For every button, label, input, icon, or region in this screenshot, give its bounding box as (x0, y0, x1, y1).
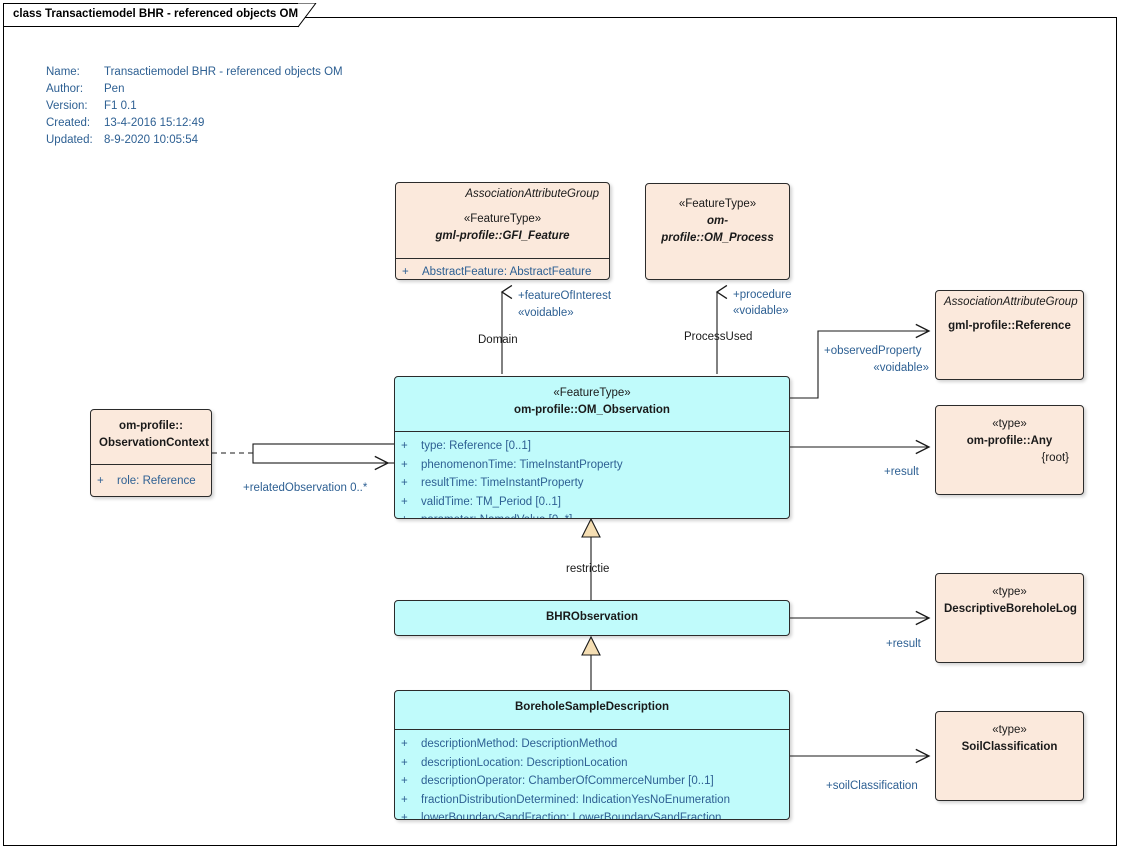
class-attribute: +lowerBoundarySandFraction: LowerBoundar… (401, 812, 722, 820)
class-name: gml-profile::Reference (948, 320, 1071, 332)
meta-row-author: Author: Pen (46, 81, 343, 98)
class-stereotype: «type» (992, 586, 1027, 598)
meta-key: Name: (46, 66, 80, 78)
generalization-triangle-restrictie (581, 517, 601, 538)
class-stereotype: «FeatureType» (463, 213, 542, 225)
class-divider (395, 729, 789, 730)
class-attribute: +type: Reference [0..1] (401, 440, 531, 452)
label-process-used: ProcessUsed (684, 331, 753, 343)
class-descriptive-borehole-log[interactable]: «type» DescriptiveBoreholeLog (935, 573, 1084, 663)
class-attribute: +role: Reference (97, 475, 196, 487)
label-procedure-role: +procedure (733, 289, 792, 301)
class-name-line2: ObservationContext (99, 437, 209, 449)
class-attribute: +resultTime: TimeInstantProperty (401, 477, 584, 489)
class-attribute: +descriptionLocation: DescriptionLocatio… (401, 756, 628, 769)
class-bhr-observation[interactable]: BHRObservation (394, 600, 790, 636)
class-attribute: +descriptionOperator: ChamberOfCommerceN… (401, 775, 714, 787)
class-root-marker: {root} (1041, 452, 1070, 464)
class-aag-label: AssociationAttributeGroup (465, 188, 599, 200)
label-result-any: +result (884, 466, 919, 478)
label-related-observation: +relatedObservation 0..* (243, 482, 368, 494)
class-name: SoilClassification (961, 741, 1058, 753)
meta-row-name: Name: Transactiemodel BHR - referenced ob… (46, 64, 343, 81)
class-name: gml-profile::GFI_Feature (435, 230, 570, 242)
class-om-profile-any[interactable]: «type» om-profile::Any {root} (935, 405, 1084, 495)
class-om-profile-observation-context[interactable]: om-profile:: ObservationContext +role: R… (90, 409, 212, 497)
class-name-line1: om-profile:: (119, 420, 183, 432)
diagram-metadata: Name: Transactiemodel BHR - referenced ob… (46, 64, 343, 149)
class-stereotype: «type» (992, 724, 1027, 736)
label-soil-classification: +soilClassification (826, 780, 918, 792)
label-restrictie: restrictie (566, 563, 610, 575)
label-domain: Domain (478, 334, 518, 346)
label-feature-of-interest-role: +featureOfInterest (518, 290, 612, 302)
class-name: BHRObservation (545, 611, 639, 623)
meta-value: F1 0.1 (104, 100, 137, 112)
generalization-triangle-bsd (581, 635, 601, 656)
connector-observed-property (790, 323, 931, 399)
meta-value: 13-4-2016 15:12:49 (104, 117, 205, 129)
meta-key: Version: (46, 100, 88, 112)
class-attribute: +parameter: NamedValue [0..*] (395, 511, 789, 518)
class-name: DescriptiveBoreholeLog (944, 603, 1077, 615)
meta-key: Author: (46, 83, 84, 95)
label-result-log: +result (886, 638, 921, 650)
label-observed-property-voidable: «voidable» (873, 362, 929, 374)
class-stereotype: «FeatureType» (553, 387, 631, 399)
meta-value: 8-9-2020 10:05:54 (104, 134, 198, 146)
class-attribute: +phenomenonTime: TimeInstantProperty (401, 458, 623, 471)
class-name: om-profile::OM_Process (661, 215, 774, 244)
diagram-frame (3, 17, 1117, 846)
class-borehole-sample-description[interactable]: BoreholeSampleDescription +descriptionMe… (394, 690, 790, 820)
class-stereotype: «FeatureType» (678, 198, 757, 210)
class-name: BoreholeSampleDescription (514, 701, 669, 713)
class-om-profile-om-observation[interactable]: «FeatureType» om-profile::OM_Observation… (394, 376, 790, 519)
class-divider (396, 258, 609, 259)
label-observed-property-role: +observedProperty (824, 345, 922, 357)
meta-value: Transactiemodel BHR - referenced objects… (104, 66, 343, 78)
class-aag-label: AssociationAttributeGroup (944, 296, 1078, 308)
class-om-profile-om-process[interactable]: «FeatureType» om-profile::OM_Process (645, 183, 790, 280)
meta-row-created: Created: 13-4-2016 15:12:49 (46, 115, 343, 132)
label-feature-of-interest-voidable: «voidable» (518, 307, 574, 319)
class-name: om-profile::Any (966, 435, 1053, 447)
class-gml-profile-reference[interactable]: AssociationAttributeGroup gml-profile::R… (935, 290, 1084, 380)
label-procedure-voidable: «voidable» (733, 305, 789, 317)
meta-key: Created: (46, 117, 91, 129)
class-attribute: +fractionDistributionDetermined: Indicat… (401, 793, 730, 806)
meta-row-version: Version: F1 0.1 (46, 98, 343, 115)
class-attribute: +descriptionMethod: DescriptionMethod (401, 738, 618, 750)
meta-value: Pen (104, 83, 125, 95)
frame-title: class Transactiemodel BHR - referenced o… (13, 8, 299, 20)
class-soil-classification[interactable]: «type» SoilClassification (935, 711, 1084, 801)
class-stereotype: «type» (992, 418, 1027, 430)
class-attribute: +validTime: TM_Period [0..1] (401, 495, 561, 508)
class-divider (395, 431, 789, 432)
class-gml-profile-gfi-feature[interactable]: AssociationAttributeGroup «FeatureType» … (395, 182, 610, 280)
class-name: om-profile::OM_Observation (514, 404, 670, 416)
meta-row-updated: Updated: 8-9-2020 10:05:54 (46, 132, 343, 149)
meta-key: Updated: (46, 134, 93, 146)
class-divider (91, 464, 211, 465)
class-attribute: +AbstractFeature: AbstractFeature (402, 266, 592, 278)
